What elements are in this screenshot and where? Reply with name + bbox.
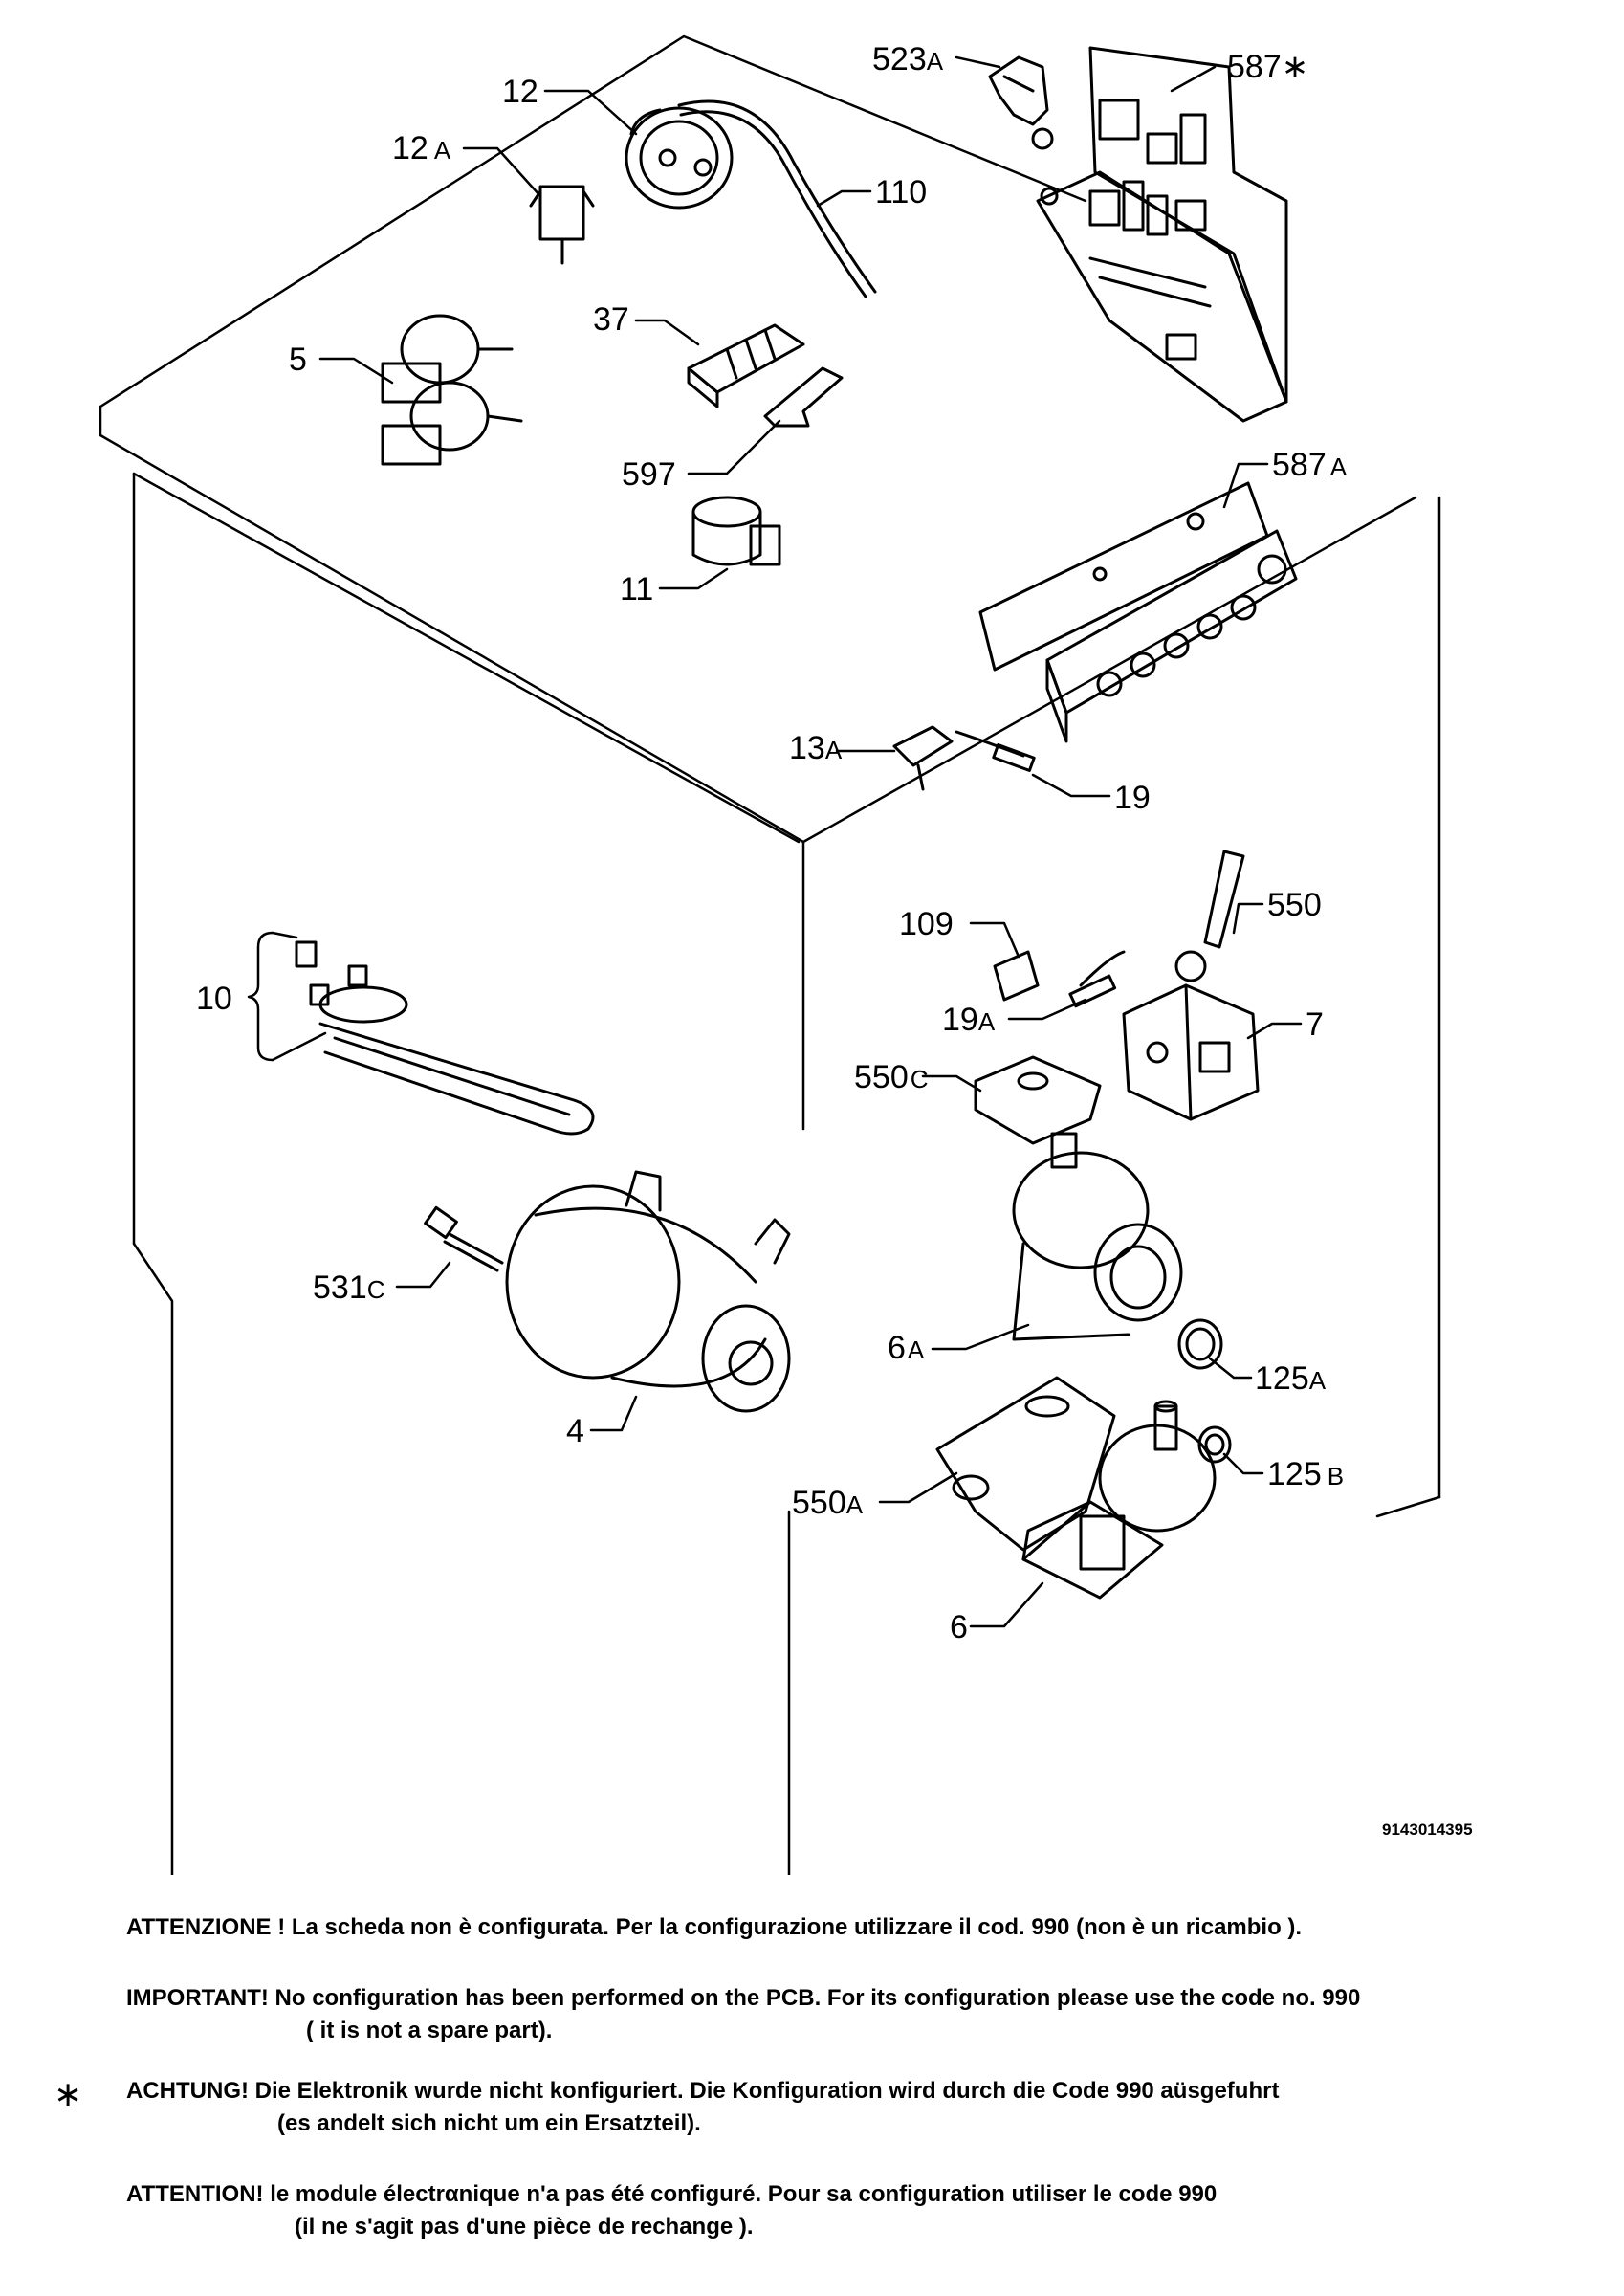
- note-english: IMPORTANT! No configuration has been per…: [126, 1982, 1360, 2047]
- part-label: 12: [502, 74, 538, 110]
- seal-125a-icon: [1177, 1318, 1223, 1370]
- part-label: 587∗: [1227, 49, 1308, 85]
- part-label: 110: [875, 174, 927, 210]
- clip-icon: [763, 366, 844, 428]
- part-label: 6: [950, 1609, 968, 1645]
- part-label: 7: [1306, 1006, 1324, 1043]
- part-label: 550: [1267, 887, 1322, 923]
- water-valve-icon: [381, 314, 523, 466]
- lever-550-icon: [1174, 850, 1245, 982]
- part-label: 531C: [313, 1269, 385, 1306]
- pressure-switch-small-icon: [529, 185, 595, 265]
- brace-icon: [247, 931, 327, 1062]
- part-label: 19A: [942, 1002, 996, 1038]
- door-lock-icon: [1122, 983, 1260, 1121]
- terminal-block-icon: [687, 323, 805, 408]
- cabinet-outline: [99, 34, 1441, 1875]
- hose-icon: [677, 99, 877, 298]
- part-label: 125A: [1255, 1360, 1327, 1397]
- part-label: 597: [622, 456, 676, 493]
- leader-lines: [318, 55, 1303, 1628]
- sensor-19a-icon: [1068, 950, 1126, 1008]
- note-italian: ATTENZIONE ! La scheda non è configurata…: [126, 1911, 1302, 1944]
- drawing-code: 9143014395: [1382, 1821, 1473, 1839]
- motor-icon: [505, 1170, 791, 1413]
- pressure-switch-icon: [625, 106, 734, 210]
- connector-523a-icon: [988, 55, 1054, 150]
- note-english-line-1: IMPORTANT! No configuration has been per…: [126, 1985, 1361, 2011]
- note-english-line-2: ( it is not a spare part).: [306, 2018, 553, 2043]
- cover-109-icon: [993, 950, 1040, 1002]
- part-label: 6A: [888, 1330, 925, 1366]
- interface-board-icon: [978, 481, 1298, 743]
- part-label: 11: [620, 571, 653, 607]
- note-german-line-1: ACHTUNG! Die Elektronik wurde nicht konf…: [126, 2078, 1280, 2104]
- seal-125b-icon: [1197, 1425, 1232, 1464]
- part-label: 10: [196, 981, 232, 1017]
- part-label: 550C: [854, 1059, 929, 1095]
- part-label: 19: [1114, 780, 1151, 816]
- cover-550a-icon: [935, 1376, 1116, 1552]
- connector-13a-icon: [892, 725, 954, 791]
- note-french: ATTENTION! le module électrαnique n'a pa…: [126, 2178, 1217, 2243]
- note-german-line-2: (es andelt sich nicht um ein Ersatzteil)…: [277, 2110, 701, 2136]
- pump-housing-icon: [1012, 1132, 1183, 1341]
- note-french-line-2: (il ne s'agit pas d'une pièce de rechang…: [295, 2214, 754, 2240]
- part-label: 4: [566, 1413, 584, 1449]
- drain-pump-icon: [1021, 1400, 1217, 1600]
- part-label: 5: [289, 342, 307, 378]
- note-french-line-1: ATTENTION! le module électrαnique n'a pa…: [126, 2181, 1218, 2207]
- part-label: 523A: [872, 41, 944, 77]
- part-label: 13A: [789, 730, 843, 766]
- sensor-19-icon: [955, 730, 1036, 772]
- capacitor-icon: [691, 496, 781, 566]
- part-label: 550A: [792, 1485, 864, 1521]
- part-label: 37: [593, 301, 629, 338]
- note-german: ACHTUNG! Die Elektronik wurde nicht konf…: [126, 2075, 1279, 2140]
- asterisk-marker: ∗: [54, 2074, 83, 2113]
- part-label: 109: [899, 906, 954, 942]
- bolt-icon: [424, 1205, 504, 1272]
- note-italian-line: ATTENZIONE ! La scheda non è configurata…: [126, 1914, 1303, 1940]
- electronic-module-icon: [1036, 46, 1288, 423]
- cover-550c-icon: [974, 1055, 1102, 1145]
- heating-element-icon: [295, 940, 595, 1136]
